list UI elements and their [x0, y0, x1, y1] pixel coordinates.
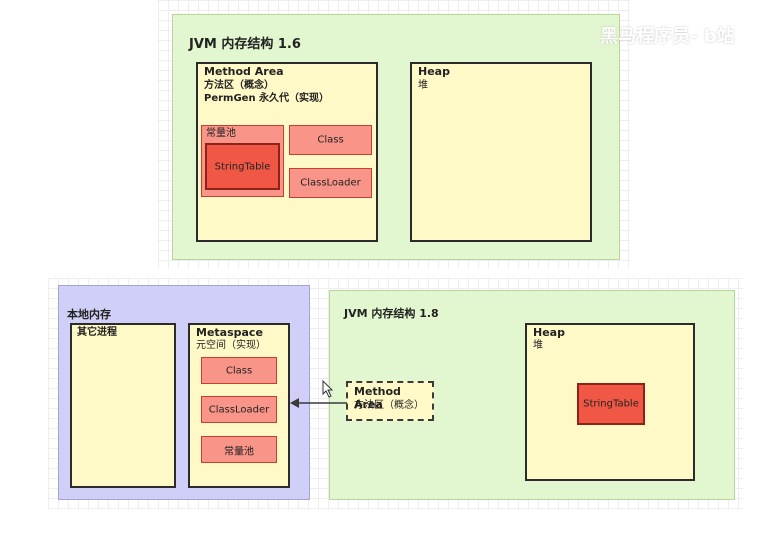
- mouse-cursor-icon: [322, 380, 334, 398]
- method-area-title: Method Area: [204, 65, 284, 78]
- jvm16-string-table: StringTable: [205, 143, 280, 190]
- jvm18-title: JVM 内存结构 1.8: [344, 307, 439, 320]
- jvm18-method-area-sub: 方法区（概念）: [354, 400, 424, 411]
- metaspace-classloader-label: ClassLoader: [208, 404, 270, 415]
- class-label: Class: [317, 134, 344, 146]
- jvm18-method-area-title: Method Area: [354, 385, 401, 411]
- classloader-label: ClassLoader: [300, 177, 361, 189]
- jvm18-method-area: Method Area 方法区（概念）: [346, 381, 434, 421]
- metaspace-class-label: Class: [225, 365, 253, 376]
- jvm16-class: Class: [289, 125, 372, 155]
- jvm18-heap-title: Heap: [533, 326, 565, 339]
- native-memory-title: 本地内存: [67, 308, 111, 321]
- metaspace-sub: 元空间（实现）: [196, 340, 266, 351]
- jvm18-string-table: StringTable: [577, 383, 645, 425]
- constant-pool-label: 常量池: [206, 128, 236, 139]
- heap-title: Heap: [418, 65, 450, 78]
- arrow-method-to-metaspace: [290, 398, 347, 408]
- other-process: 其它进程: [70, 323, 176, 488]
- string-table-label: StringTable: [214, 161, 271, 172]
- metaspace-class: Class: [201, 357, 277, 384]
- jvm16-title: JVM 内存结构 1.6: [189, 37, 301, 52]
- other-process-label: 其它进程: [77, 327, 117, 338]
- metaspace-constant-pool: 常量池: [201, 436, 277, 463]
- metaspace-title: Metaspace: [196, 326, 263, 339]
- method-area-impl: PermGen 永久代（实现）: [204, 93, 330, 104]
- metaspace-classloader: ClassLoader: [201, 396, 277, 423]
- method-area-concept: 方法区（概念）: [204, 80, 274, 91]
- jvm18-string-table-label: StringTable: [583, 398, 639, 410]
- jvm16-classloader: ClassLoader: [289, 168, 372, 198]
- jvm16-heap: Heap 堆: [410, 62, 592, 242]
- metaspace-constant-pool-label: 常量池: [224, 446, 254, 457]
- jvm18-heap-sub: 堆: [533, 340, 543, 351]
- heap-sub: 堆: [418, 80, 428, 91]
- watermark: 黑马程序员- b站: [600, 26, 735, 47]
